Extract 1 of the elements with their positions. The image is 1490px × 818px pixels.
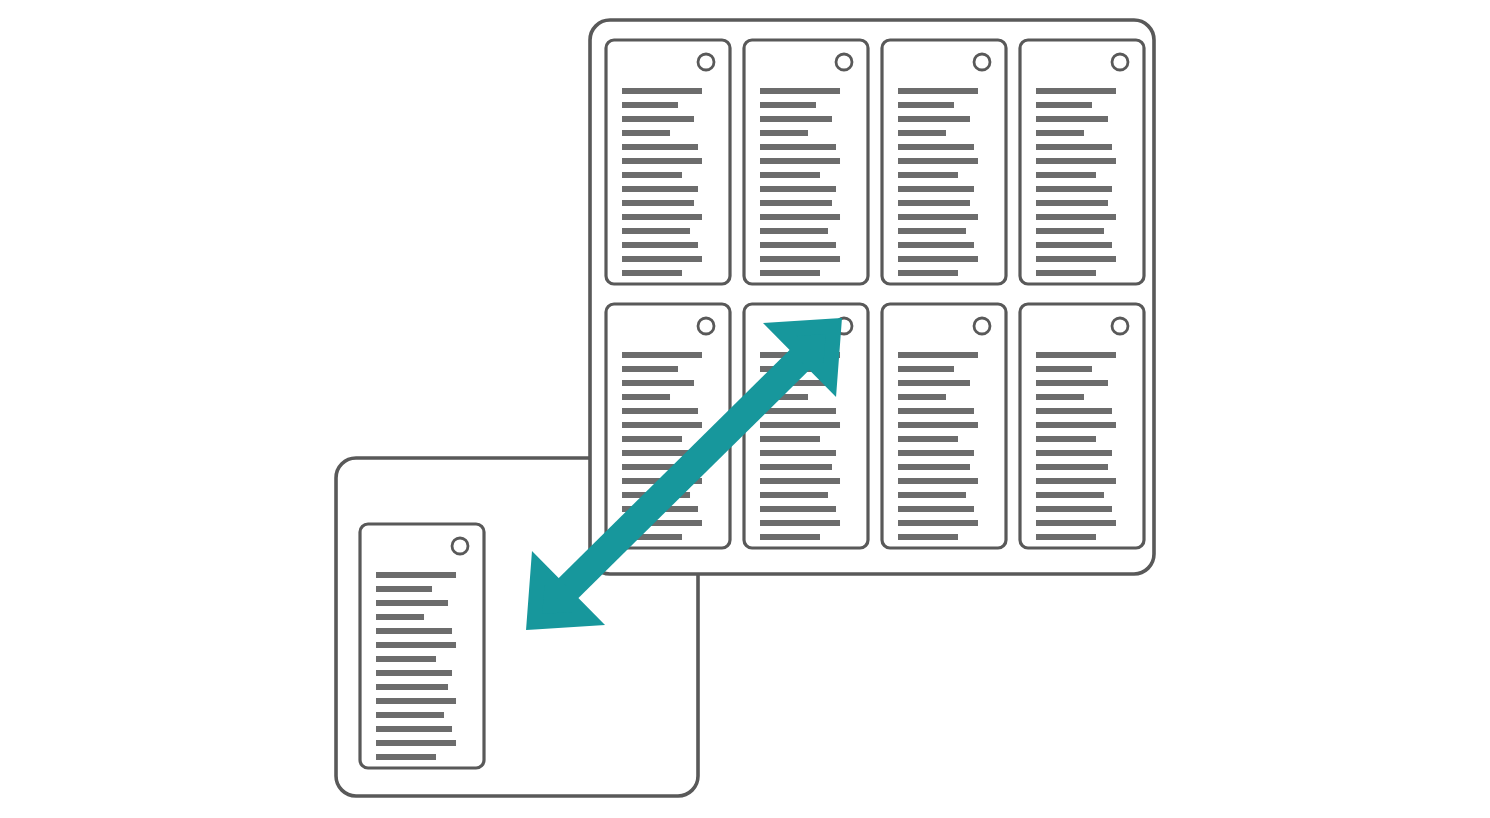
double-arrow [526,318,842,630]
